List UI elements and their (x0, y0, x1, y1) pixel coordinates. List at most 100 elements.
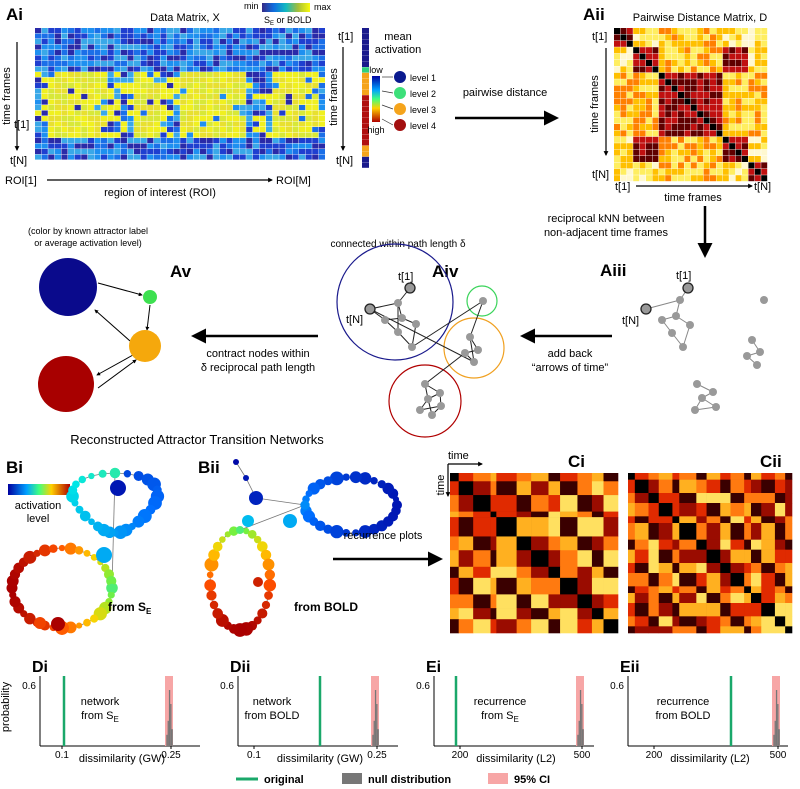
recurrence-block (628, 473, 636, 480)
matrix-cell (81, 116, 88, 122)
matrix-cell (94, 132, 101, 138)
distance-cell (754, 124, 761, 130)
network-node (219, 536, 226, 543)
distance-cell (722, 149, 729, 156)
distance-cell (626, 162, 633, 169)
recurrence-block (458, 495, 474, 512)
distance-cell (761, 72, 768, 79)
distance-cell (697, 143, 704, 150)
recurrence-block (751, 549, 762, 564)
matrix-cell (279, 61, 286, 67)
matrix-cell (54, 121, 61, 127)
matrix-cell (186, 94, 193, 100)
matrix-cell (266, 83, 273, 89)
matrix-cell (193, 154, 200, 160)
matrix-cell (107, 105, 114, 111)
histogram-desc-line2: from BOLD (655, 710, 710, 722)
distance-cell (703, 92, 710, 98)
graph-node (640, 303, 652, 315)
distance-cell (678, 162, 684, 169)
histogram-x-tick-label: 0.25 (367, 750, 387, 761)
network-node (132, 515, 145, 528)
distance-cell (729, 124, 736, 130)
distance-cell (684, 53, 691, 60)
matrix-cell (107, 83, 114, 89)
distance-cell (620, 85, 627, 92)
histogram-panel-label: Di (32, 659, 48, 676)
level-legend-dot (394, 119, 406, 131)
distance-cell (729, 149, 736, 156)
Ai-col-t-end: t[N] (336, 155, 353, 167)
recurrence-block (761, 523, 776, 540)
matrix-cell (101, 127, 108, 133)
matrix-cell (48, 110, 55, 116)
matrix-cell (35, 55, 42, 61)
matrix-cell (252, 121, 259, 127)
matrix-cell (285, 121, 292, 127)
distance-cell (742, 28, 748, 34)
matrix-cell (233, 77, 240, 83)
matrix-cell (266, 66, 273, 72)
matrix-cell (81, 50, 88, 56)
colorbar-min-label: min (244, 1, 259, 11)
distance-cell (671, 28, 678, 34)
distance-cell (678, 53, 684, 60)
recurrence-block (603, 608, 619, 620)
matrix-cell (41, 116, 48, 122)
recurrence-block (785, 586, 793, 594)
recurrence-block (516, 511, 532, 518)
distance-cell (665, 66, 672, 73)
matrix-cell (120, 99, 127, 105)
matrix-cell (180, 50, 187, 56)
matrix-cell (107, 39, 114, 45)
matrix-cell (81, 72, 88, 78)
recurrence-block (751, 479, 762, 494)
recurrence-block (628, 593, 636, 604)
recurrence-block (648, 549, 660, 564)
distance-cell (754, 175, 761, 182)
Aii-ylabel: time frames (589, 75, 601, 133)
distance-cell (703, 149, 710, 156)
network-node (23, 550, 37, 564)
matrix-cell (41, 77, 48, 83)
matrix-cell (305, 44, 312, 50)
distance-cell (722, 98, 729, 105)
recurrence-block (672, 626, 680, 634)
matrix-cell (74, 116, 81, 122)
network-from-BOLD (204, 459, 403, 637)
matrix-cell (206, 77, 213, 83)
matrix-cell (35, 94, 42, 100)
matrix-cell (285, 61, 292, 67)
matrix-cell (81, 44, 88, 50)
matrix-cell (167, 66, 174, 72)
distance-cell (614, 85, 620, 92)
matrix-cell (140, 132, 147, 138)
matrix-cell (61, 121, 68, 127)
matrix-cell (279, 72, 286, 78)
matrix-cell (153, 110, 160, 116)
network-edge (255, 497, 306, 507)
matrix-cell (226, 94, 233, 100)
distance-cell (620, 47, 627, 54)
matrix-cell (54, 110, 61, 116)
matrix-cell (312, 99, 319, 105)
recurrence-block (496, 550, 517, 568)
recurrence-block (706, 626, 721, 634)
matrix-cell (226, 138, 233, 144)
Aiv-t-start: t[1] (398, 271, 413, 283)
matrix-cell (41, 105, 48, 111)
matrix-cell (35, 50, 42, 56)
matrix-cell (233, 105, 240, 111)
distance-cell (671, 60, 678, 66)
matrix-cell (206, 61, 213, 67)
matrix-cell (160, 138, 167, 144)
distance-cell (665, 168, 672, 175)
histogram-null-bar (775, 690, 778, 746)
matrix-cell (200, 39, 207, 45)
distance-cell (761, 175, 768, 182)
network-node (49, 544, 58, 553)
distance-cell (646, 40, 652, 47)
distance-cell (703, 85, 710, 92)
recurrence-block (560, 511, 578, 518)
matrix-cell (167, 44, 174, 50)
